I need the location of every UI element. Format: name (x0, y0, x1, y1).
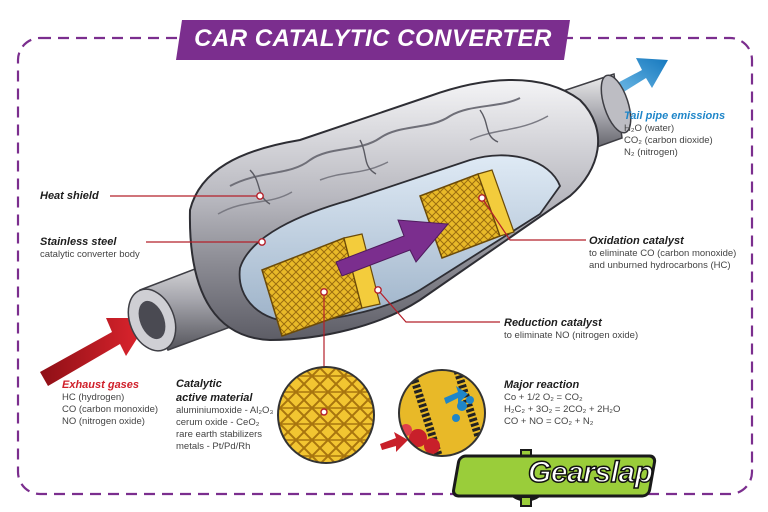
tail-pipe-title: Tail pipe emissions (624, 110, 726, 122)
reaction-detail (399, 370, 485, 456)
reaction-line-2: H₂C₂ + 3O₂ = 2CO₂ + 2H₂O (504, 404, 621, 415)
label-catalytic-material: Catalytic active material aluminiumoxide… (176, 377, 273, 453)
label-heat-shield: Heat shield (40, 189, 99, 203)
catalytic-material-title-2: active material (176, 392, 253, 404)
reduction-title: Reduction catalyst (504, 317, 602, 329)
detail-arrow (380, 432, 408, 452)
material-line-1: aluminiumoxide - Al₂O₃ (176, 405, 274, 416)
label-stainless-steel: Stainless steel catalytic converter body (40, 235, 140, 261)
stainless-steel-line: catalytic converter body (40, 249, 140, 260)
brand-plate (451, 454, 657, 498)
leader-oxidation (481, 197, 586, 241)
exhaust-gases-title: Exhaust gases (62, 379, 140, 391)
label-oxidation: Oxidation catalyst to eliminate CO (carb… (589, 234, 736, 272)
material-line-3: rare earth stabilizers (176, 429, 263, 440)
label-exhaust-gases: Exhaust gases HC (hydrogen) CO (carbon m… (62, 378, 158, 428)
leader-reduction (377, 289, 500, 323)
material-line-2: cerum oxide - CeO₂ (176, 417, 260, 428)
heat-shield-title: Heat shield (40, 190, 99, 202)
exhaust-arrow (40, 318, 150, 386)
tail-line-2: CO₂ (carbon dioxide) (624, 135, 713, 146)
exhaust-line-3: NO (nitrogen oxide) (62, 416, 145, 427)
stainless-steel-title: Stainless steel (40, 236, 117, 248)
label-major-reaction: Major reaction Co + 1/2 O₂ = CO₂ H₂C₂ + … (504, 378, 620, 428)
catalytic-material-title-1: Catalytic (176, 378, 222, 390)
exhaust-line-1: HC (hydrogen) (62, 392, 125, 403)
reaction-line-1: Co + 1/2 O₂ = CO₂ (504, 392, 583, 403)
label-tail-pipe: Tail pipe emissions H₂O (water) CO₂ (car… (624, 109, 725, 159)
page-title: CAR CATALYTIC CONVERTER (194, 25, 552, 52)
material-line-4: metals - Pt/Pd/Rh (176, 441, 251, 452)
exhaust-line-2: CO (carbon monoxide) (62, 404, 159, 415)
reaction-line-3: CO + NO = CO₂ + N₂ (504, 416, 594, 427)
brand-logo-text: Gearslap (527, 455, 653, 490)
title-banner (176, 20, 570, 60)
major-reaction-title: Major reaction (504, 379, 580, 391)
oxidation-line-1: to eliminate CO (carbon monoxide) (589, 248, 737, 259)
label-reduction: Reduction catalyst to eliminate NO (nitr… (504, 316, 638, 342)
flow-arrow (335, 219, 450, 277)
reduction-line-1: to eliminate NO (nitrogen oxide) (504, 330, 639, 341)
tail-line-1: H₂O (water) (624, 123, 675, 134)
oxidation-title: Oxidation catalyst (589, 235, 684, 247)
tail-line-3: N₂ (nitrogen) (624, 147, 678, 158)
oxidation-line-2: and unburned hydrocarbons (HC) (589, 260, 731, 271)
